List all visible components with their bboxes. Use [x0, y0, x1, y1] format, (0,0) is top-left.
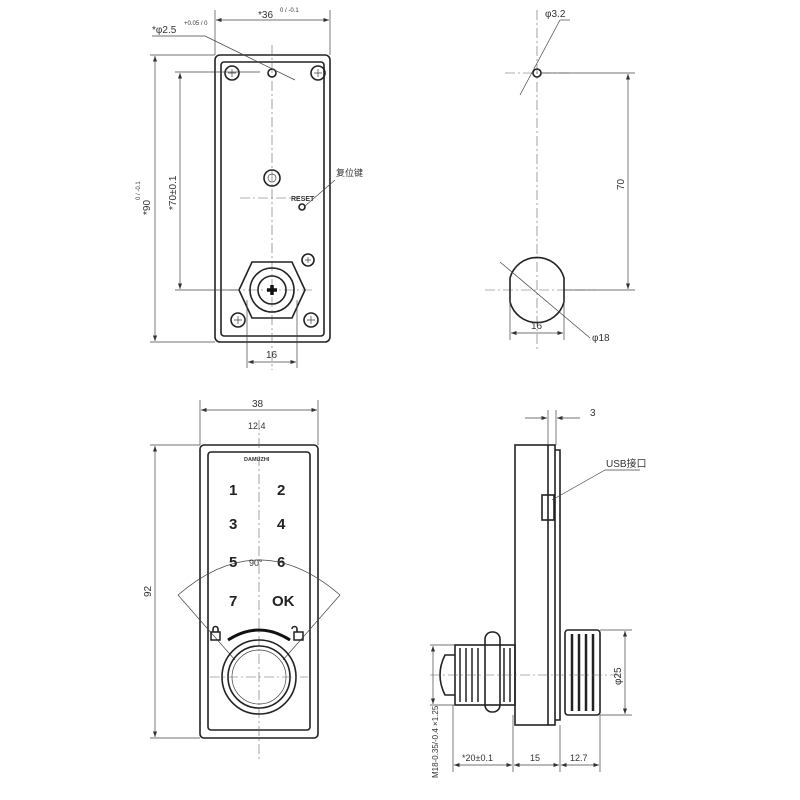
nut	[484, 631, 501, 713]
usb-label: USB接口	[606, 457, 647, 470]
hole-dim: φ3.2	[545, 9, 566, 20]
key-3[interactable]: 3	[229, 516, 237, 533]
key-4[interactable]: 4	[277, 516, 286, 533]
height-tol: 0 / -0.1	[136, 181, 142, 200]
center-dim: 12.4	[248, 421, 266, 431]
knob-dim: φ25	[613, 667, 624, 685]
width-tol: 0 / -0.1	[280, 8, 299, 14]
key-ok[interactable]: OK	[272, 593, 295, 610]
lock-icon	[210, 625, 221, 641]
key-7[interactable]: 7	[229, 593, 237, 610]
plate-dim: 3	[590, 408, 596, 419]
back-view: RESET 复位键 *36 0 / -0.1 *φ2.5 +0.05 / 0 *…	[136, 8, 363, 370]
screw-icon	[224, 65, 240, 81]
screw-icon	[310, 65, 326, 81]
width-dim: *36	[258, 10, 273, 21]
side-view: USB接口 3 φ25 M18-0.35/-0.4 ×1.25 *20±0.1 …	[430, 408, 647, 778]
angle-label: 90°	[249, 558, 263, 568]
key-2[interactable]: 2	[277, 482, 285, 499]
unlock-icon	[291, 625, 304, 641]
height-dim: *90	[142, 200, 153, 215]
rotation-arc	[177, 559, 341, 596]
screw-icon	[301, 253, 315, 267]
reset-button	[298, 203, 306, 211]
hole-tol: +0.05 / 0	[184, 21, 208, 27]
side-knob	[564, 629, 601, 716]
brand-logo: DAMUZHI	[244, 457, 270, 463]
width-dim: 38	[252, 399, 264, 410]
cross-icon	[267, 285, 277, 295]
dim-depth: *20±0.1	[462, 753, 493, 763]
key-5[interactable]: 5	[229, 554, 237, 571]
hole-dim: *φ2.5	[152, 25, 177, 36]
pitch-dim: 70	[616, 178, 627, 190]
dia-dim: φ18	[592, 333, 610, 344]
hole-pattern-view: φ3.2 70 16 φ18	[485, 9, 635, 350]
screw-icon	[230, 312, 246, 328]
dim-plate: 15	[530, 753, 540, 763]
screw-icon	[303, 312, 319, 328]
height-dim: 92	[143, 585, 154, 597]
usb-port	[541, 494, 555, 521]
key-1[interactable]: 1	[229, 482, 237, 499]
dim-knob: 12.7	[570, 753, 588, 763]
keypad-view: 38 12.4 92 DAMUZHI 1 2 3 4 5 6 7 OK 90°	[143, 399, 341, 760]
reset-label: RESET	[291, 196, 315, 203]
bottom-dim: 16	[266, 350, 278, 361]
reset-note: 复位键	[336, 167, 363, 178]
pitch-dim: *70±0.1	[168, 175, 179, 210]
thread-dim: M18-0.35/-0.4 ×1.25	[431, 705, 440, 778]
flat-dim: 16	[531, 321, 543, 332]
